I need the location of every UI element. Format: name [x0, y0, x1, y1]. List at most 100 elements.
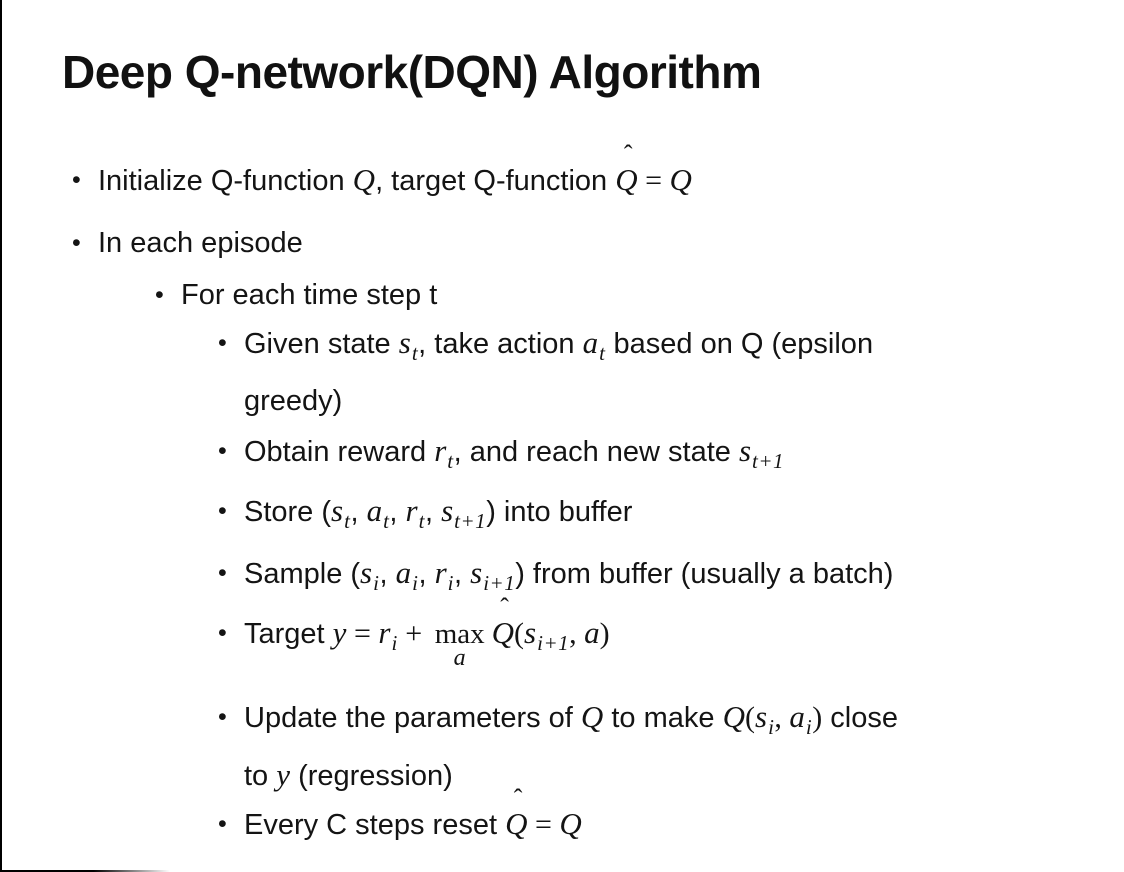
math-var: s [398, 325, 411, 360]
bullet-text: Store (st, at, rt, st+1) into buffer [244, 487, 1084, 545]
math-subscript: t+1 [454, 509, 487, 533]
math-var: s [524, 615, 537, 650]
text-run: , [389, 496, 406, 528]
text-run: to make [603, 702, 723, 734]
bullet-text: For each time step t [181, 271, 1084, 319]
bullet-item: • Initialize Q-function Q, target Q-funct… [72, 142, 1084, 205]
bullet-list: • Initialize Q-function Q, target Q-funct… [0, 142, 1124, 849]
math-var: Q [580, 699, 604, 734]
math-operator: , [774, 701, 790, 734]
math-var: a [582, 325, 599, 360]
bullet-marker: • [218, 559, 227, 587]
math-subscript: i [768, 715, 775, 739]
math-var: a [584, 615, 600, 650]
math-operator: = [637, 164, 670, 197]
text-run: greedy) [244, 385, 343, 417]
math-var: Q [559, 806, 582, 841]
max-label: max [434, 618, 485, 650]
bullet-item: • For each time step t [155, 271, 1084, 319]
math-var: s [441, 493, 454, 528]
math-operator: = [527, 808, 560, 841]
math-var: a [395, 555, 412, 590]
bullet-marker: • [218, 329, 227, 357]
math-subscript: t+1 [752, 449, 785, 473]
text-run: For each time step t [181, 279, 438, 311]
text-run: , [453, 558, 471, 590]
bullet-marker: • [72, 166, 81, 194]
math-subscript: t [599, 341, 606, 365]
math-var: s [470, 555, 483, 590]
bullet-text: Update the parameters of Q to make Q(si,… [244, 693, 1084, 800]
math-subscript: i [391, 631, 398, 655]
math-subscript: i [805, 715, 813, 739]
slide-title: Deep Q-network(DQN) Algorithm [62, 46, 762, 98]
text-run: , [379, 558, 396, 590]
text-run: In each episode [98, 227, 303, 259]
text-run: Target [244, 618, 333, 650]
bullet-marker: • [218, 437, 227, 465]
bullet-item: • In each episode [72, 219, 1084, 267]
bullet-text: Given state st, take action at based on … [244, 319, 1084, 425]
hat-accent-icon: ˆ [623, 140, 633, 169]
math-subscript: t [418, 509, 425, 533]
math-operator: ( [514, 617, 525, 650]
math-var: Q [352, 162, 376, 197]
hat-accent-icon: ˆ [513, 784, 523, 813]
bullet-item: •Store (st, at, rt, st+1) into buffer [218, 487, 1084, 545]
bullet-item: •Given state st, take action at based on… [218, 319, 1084, 425]
text-run: close [822, 702, 899, 734]
bullet-text: Sample (si, ai, ri, si+1) from buffer (u… [244, 549, 1084, 607]
text-run: Obtain reward [244, 436, 435, 468]
math-subscript: t [411, 341, 419, 365]
bullet-marker: • [218, 497, 227, 525]
math-operator: ( [744, 701, 755, 734]
text-run: ) from buffer (usually a batch) [515, 558, 894, 590]
math-var: y [332, 615, 347, 650]
math-var: Q [669, 162, 692, 197]
text-run: based on Q (epsilon [605, 328, 874, 360]
math-operator: ) [812, 701, 823, 734]
math-var: r [378, 615, 391, 650]
left-border-line [0, 0, 2, 872]
bullet-marker: • [72, 229, 81, 257]
bottom-border-line [0, 870, 170, 872]
bullet-marker: • [218, 703, 227, 731]
text-run: Store ( [244, 496, 332, 528]
math-operator: ) [599, 617, 610, 650]
math-var: Q [505, 806, 528, 841]
bullet-item: • Obtain reward rt, and reach new state s… [218, 427, 1084, 485]
text-run: , target Q-function [375, 165, 616, 197]
math-var: s [738, 433, 752, 468]
math-subscript: i [447, 571, 454, 595]
bullet-text: Initialize Q-function Q, target Q-functi… [98, 142, 1084, 205]
bullet-marker: • [155, 281, 164, 309]
math-var: s [754, 699, 768, 734]
text-run: Sample ( [244, 558, 361, 590]
math-var: r [405, 493, 418, 528]
math-var: Q [491, 615, 515, 650]
math-operator: = [346, 617, 379, 650]
math-var: Q [722, 699, 745, 734]
math-var: Q [615, 162, 638, 197]
bullet-text: In each episode [98, 219, 1084, 267]
math-operator: , [569, 617, 585, 650]
math-subscript: i [412, 571, 419, 595]
math-var: r [434, 433, 447, 468]
text-run: , [350, 496, 367, 528]
math-var: a [366, 493, 383, 528]
text-run: Update the parameters of [244, 702, 581, 734]
math-subscript: i [373, 571, 380, 595]
bullet-marker: • [218, 810, 227, 838]
text-run: ) into buffer [486, 496, 633, 528]
text-run: (regression) [290, 760, 453, 792]
text-run: , [418, 558, 435, 590]
math-subscript: i+1 [537, 631, 570, 655]
bullet-text: Obtain reward rt, and reach new state st… [244, 427, 1084, 485]
text-run: , [424, 496, 442, 528]
